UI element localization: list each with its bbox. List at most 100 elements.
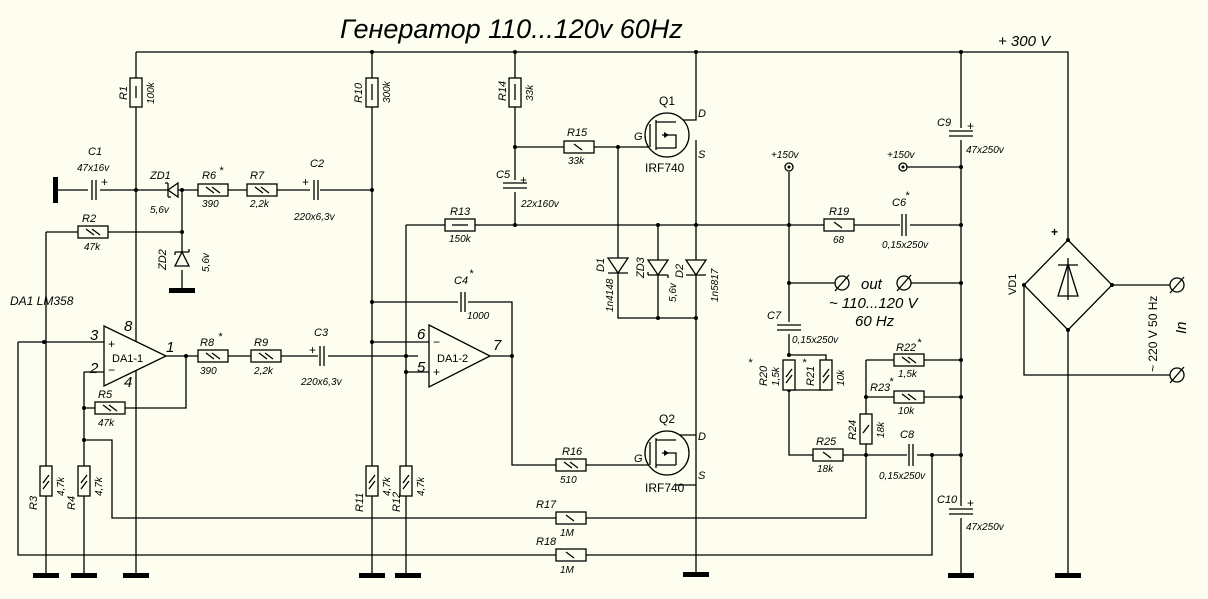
resistor-R20[interactable]: R20 * 1,5k [748,357,796,391]
svg-text:R6: R6 [202,170,217,182]
svg-text:510: 510 [560,475,577,486]
svg-text:2,2k: 2,2k [253,366,274,377]
svg-text:Q2: Q2 [659,412,675,426]
resistor-R7[interactable]: R7 2,2k [246,170,278,210]
resistor-R25[interactable]: R25 18k [812,436,844,475]
resistor-R23[interactable]: R23 * 10k [870,376,925,417]
resistor-R10[interactable]: R10 300k [353,77,393,108]
opamp-DA1-1[interactable]: DA1 LM358 DA1-1 + − 3 8 2 4 1 [10,294,174,391]
resistor-R11[interactable]: R11 4,7k [354,465,393,512]
svg-text:+: + [101,175,108,189]
resistor-R5[interactable]: R5 47k [94,389,126,429]
opamp-DA1-2[interactable]: DA1-2 − + 6 5 7 [417,323,502,389]
svg-text:R20: R20 [758,365,770,386]
svg-text:0,15x250v: 0,15x250v [792,335,839,346]
diode-D1[interactable]: D1 1n4148 [595,257,630,312]
resistor-R12[interactable]: R12 4,7k [391,465,427,512]
capacitor-C2[interactable]: C2 220x6,3v + [293,158,336,223]
svg-text:R9: R9 [254,337,268,349]
input-terminals[interactable]: ~ 220 V 50 Hz In [1146,276,1190,384]
resistor-R9[interactable]: R9 2,2k [250,337,282,377]
svg-text:4,7k: 4,7k [56,476,67,496]
resistor-R2[interactable]: R2 47k [77,213,109,253]
resistor-R18[interactable]: R18 1M [536,536,587,576]
svg-text:R17: R17 [536,499,557,511]
svg-text:1: 1 [166,339,174,356]
resistor-R3[interactable]: R3 4,7k [28,465,67,510]
resistor-R24[interactable]: R24 18k [847,413,887,445]
resistor-R6[interactable]: R6 * 390 [197,165,229,210]
capacitor-C5[interactable]: C5 22x160v + [496,169,560,210]
svg-text:+: + [520,173,527,187]
svg-text:2,2k: 2,2k [249,199,270,210]
mosfet-Q1[interactable]: Q1 IRF740 G D S [634,94,706,175]
svg-text:R24: R24 [847,420,859,440]
svg-text:R21: R21 [805,366,817,386]
input-terminal-c1 [53,177,58,203]
capacitor-C4[interactable]: C4 * 1000 [454,268,490,322]
resistor-R8[interactable]: R8 * 390 [197,331,229,377]
svg-text:S: S [698,470,706,482]
svg-text:+150v: +150v [771,150,800,161]
input-voltage: ~ 220 V 50 Hz [1146,296,1160,372]
svg-text:2: 2 [89,360,99,377]
svg-text:+: + [967,496,974,510]
resistor-R22[interactable]: R22 * 1,5k [893,337,925,380]
svg-text:150k: 150k [449,234,472,245]
ground-da1 [123,573,149,578]
tap-150v-a: +150v [771,150,800,172]
svg-text:33k: 33k [568,156,585,167]
capacitor-C9[interactable]: C9 47x250v + [937,117,1005,156]
resistor-R15[interactable]: R15 33k [563,127,595,167]
resistor-R14[interactable]: R14 33k [497,77,536,108]
output-label: out [861,276,883,293]
resistor-R21[interactable]: R21 * 10k [802,357,847,391]
svg-text:+: + [967,119,974,133]
svg-text:4,7k: 4,7k [416,476,427,496]
svg-text:C2: C2 [310,158,324,170]
bridge-rectifier-VD1[interactable]: + VD1 [1007,225,1079,300]
output-terminals[interactable]: out ~ 110...120 V 60 Hz [829,274,920,330]
resistor-R4[interactable]: R4 4,7k [66,465,105,510]
svg-text:DA1 LM358: DA1 LM358 [10,294,74,308]
capacitor-C1[interactable]: C1 47x16v + [77,146,110,200]
svg-text:DA1-1: DA1-1 [112,353,143,365]
resistor-R19[interactable]: R19 68 [823,206,855,246]
mosfet-Q2[interactable]: Q2 IRF740 G D S [634,412,706,495]
input-label: In [1173,321,1190,334]
svg-text:−: − [433,335,440,349]
zener-ZD3[interactable]: ZD3 5,6v [635,256,679,302]
capacitor-C10[interactable]: C10 47x250v + [937,494,1005,533]
ground-r4 [71,573,97,578]
zener-ZD1[interactable]: ZD1 5,6v [149,170,179,216]
ground-r12 [395,573,421,578]
capacitor-C7[interactable]: C7 0,15x250v [767,310,839,346]
svg-text:ZD3: ZD3 [635,256,647,279]
svg-text:7: 7 [493,337,502,354]
resistor-R13[interactable]: R13 150k [444,206,476,245]
resistor-R16[interactable]: R16 510 [555,446,587,486]
capacitor-C8[interactable]: C8 0,15x250v [879,429,926,482]
wires [17,51,1170,575]
zener-ZD2[interactable]: ZD2 5,6v [157,249,212,272]
svg-text:R2: R2 [82,213,96,225]
svg-text:10k: 10k [836,369,847,386]
ground-q2 [683,572,709,577]
resistor-R1[interactable]: R1 100k [118,77,157,108]
svg-text:3: 3 [90,327,99,344]
output-frequency: 60 Hz [855,313,895,330]
svg-text:R10: R10 [353,82,365,103]
capacitor-C6[interactable]: C6 * 0,15x250v [882,190,929,251]
svg-text:G: G [634,453,643,465]
svg-text:R8: R8 [200,337,215,349]
svg-text:4,7k: 4,7k [94,476,105,496]
svg-text:R3: R3 [28,495,40,510]
svg-text:1M: 1M [560,528,575,539]
svg-text:0,15x250v: 0,15x250v [882,240,929,251]
junctions [42,50,1114,457]
svg-text:VD1: VD1 [1007,274,1019,295]
resistor-R17[interactable]: R17 1M [536,499,587,539]
capacitor-C3[interactable]: C3 220x6,3v + [300,327,343,388]
diode-D2[interactable]: D2 1n5817 [674,259,721,302]
svg-text:IRF740: IRF740 [645,161,685,175]
